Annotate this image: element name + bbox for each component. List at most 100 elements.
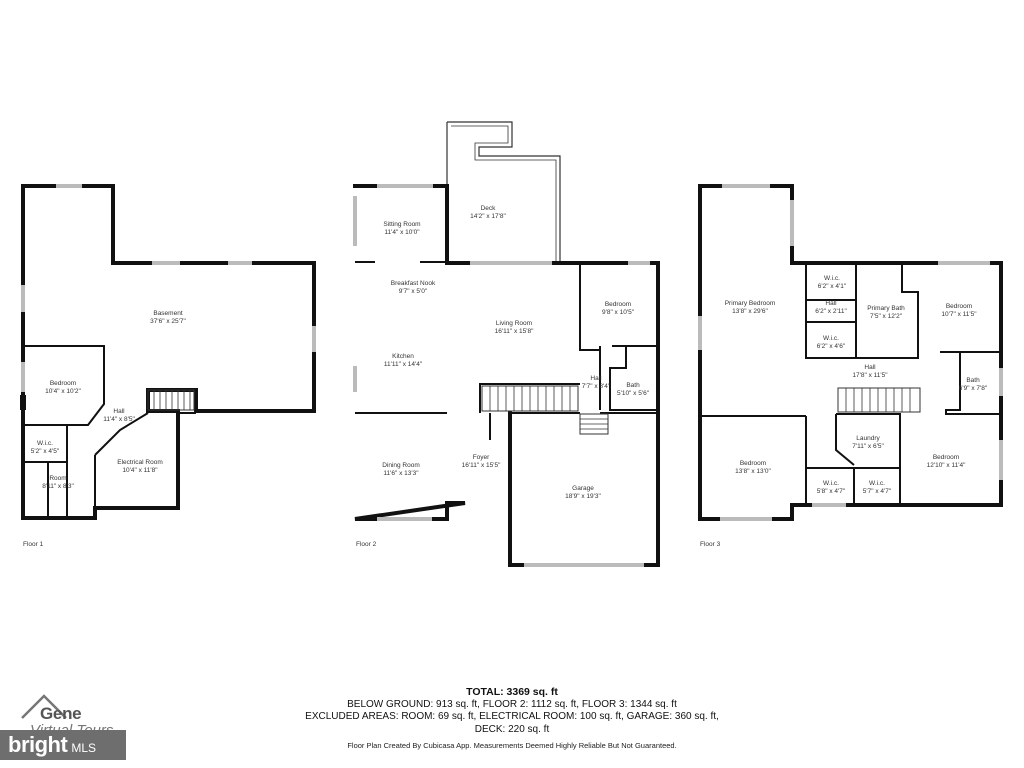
room-name: W.i.c. bbox=[824, 275, 840, 282]
room-dims: 7'5" x 12'2" bbox=[870, 313, 903, 320]
room-dims: 11'11" x 14'4" bbox=[384, 361, 423, 368]
summary-line-2: EXCLUDED AREAS: ROOM: 69 sq. ft, ELECTRI… bbox=[305, 711, 719, 722]
room-dims: 16'11" x 15'8" bbox=[495, 328, 534, 335]
room-dims: 10'4" x 11'8" bbox=[122, 467, 158, 474]
room-dims: 10'4" x 10'2" bbox=[45, 388, 81, 395]
room-name: Hall bbox=[825, 300, 837, 307]
room-dims: 37'6" x 25'7" bbox=[150, 318, 186, 325]
floor-2-stairs bbox=[481, 385, 609, 435]
house-roof-icon bbox=[21, 694, 67, 719]
room-name: Sitting Room bbox=[383, 221, 420, 228]
room-name: W.i.c. bbox=[37, 440, 53, 447]
room-dims: 16'11" x 15'5" bbox=[462, 462, 501, 469]
room-name: Hall bbox=[113, 408, 125, 415]
room-name: Bedroom bbox=[50, 380, 76, 387]
room-dims: 17'8" x 11'5" bbox=[852, 372, 888, 379]
room-dims: 5'2" x 4'5" bbox=[31, 448, 60, 455]
floor-label: Floor 1 bbox=[23, 541, 44, 548]
room-dims: 5'7" x 4'7" bbox=[863, 488, 892, 495]
svg-text:W.i.c.5'7" x 4'7": W.i.c.5'7" x 4'7" bbox=[863, 480, 892, 495]
bright-mls-logo: bright MLS bbox=[0, 730, 126, 760]
room-name: Garage bbox=[572, 485, 594, 492]
total-area: TOTAL: 3369 sq. ft bbox=[466, 686, 558, 698]
area-summary: TOTAL: 3369 sq. ft BELOW GROUND: 913 sq.… bbox=[262, 686, 762, 736]
room-dims: 8'11" x 8'3" bbox=[42, 483, 74, 490]
room-dims: 18'9" x 19'3" bbox=[565, 493, 601, 500]
room-dims: 6'2" x 4'1" bbox=[818, 283, 847, 290]
room-name: Hall bbox=[864, 364, 876, 371]
room-dims: 13'8" x 13'0" bbox=[735, 468, 771, 475]
room-dims: 11'4" x 8'5" bbox=[103, 416, 135, 423]
room-name: Bath bbox=[626, 382, 640, 389]
room-dims: 11'4" x 10'0" bbox=[384, 229, 420, 236]
floor-3-stairs bbox=[837, 387, 921, 413]
brand-logo-line-1: Gene bbox=[40, 704, 82, 723]
room-name: W.i.c. bbox=[823, 335, 839, 342]
room-dims: 11'6" x 13'3" bbox=[383, 470, 419, 477]
mls-word: MLS bbox=[71, 741, 97, 755]
room-dims: 10'7" x 11'5" bbox=[941, 311, 977, 318]
room-name: Bedroom bbox=[740, 460, 766, 467]
floor-label: Floor 3 bbox=[700, 541, 721, 548]
room-name: Deck bbox=[481, 205, 497, 212]
room-dims: 7'7" x 8'4" bbox=[582, 383, 611, 390]
floor-label: Floor 2 bbox=[356, 541, 377, 548]
svg-text:W.i.c.6'2" x 4'1": W.i.c.6'2" x 4'1" bbox=[818, 275, 847, 290]
room-name: Basement bbox=[153, 310, 182, 317]
room-dims: 9'7" x 5'0" bbox=[399, 288, 428, 295]
branding-watermark: Gene Virtual Tours bright MLS bbox=[0, 692, 150, 768]
room-dims: 9'8" x 10'5" bbox=[602, 309, 635, 316]
room-dims: 5'8" x 4'7" bbox=[817, 488, 846, 495]
svg-text:W.i.c.5'2" x 4'5": W.i.c.5'2" x 4'5" bbox=[31, 440, 60, 455]
room-name: Kitchen bbox=[392, 353, 414, 360]
room-dims: 13'8" x 29'6" bbox=[732, 308, 768, 315]
room-name: Bedroom bbox=[946, 303, 972, 310]
room-name: Bedroom bbox=[605, 301, 631, 308]
room-name: Room bbox=[49, 475, 66, 482]
room-dims: 6'2" x 4'6" bbox=[817, 343, 846, 350]
room-name: Primary Bath bbox=[867, 305, 905, 312]
room-name: W.i.c. bbox=[869, 480, 885, 487]
bright-word: bright bbox=[8, 732, 68, 757]
room-name: Living Room bbox=[496, 320, 532, 327]
room-name: Bedroom bbox=[933, 454, 959, 461]
room-name: Breakfast Nook bbox=[391, 280, 436, 287]
summary-line-1: BELOW GROUND: 913 sq. ft, FLOOR 2: 1112 … bbox=[347, 698, 677, 710]
room-name: Dining Room bbox=[382, 462, 420, 469]
room-name: Hall bbox=[590, 375, 602, 382]
room-dims: 12'10" x 11'4" bbox=[927, 462, 966, 469]
disclaimer-text: Floor Plan Created By Cubicasa App. Meas… bbox=[347, 741, 677, 750]
room-name: Laundry bbox=[856, 435, 880, 442]
room-name: W.i.c. bbox=[823, 480, 839, 487]
floor-1-stairs bbox=[147, 389, 195, 411]
room-name: Primary Bedroom bbox=[725, 300, 776, 307]
room-name: Electrical Room bbox=[117, 459, 163, 466]
